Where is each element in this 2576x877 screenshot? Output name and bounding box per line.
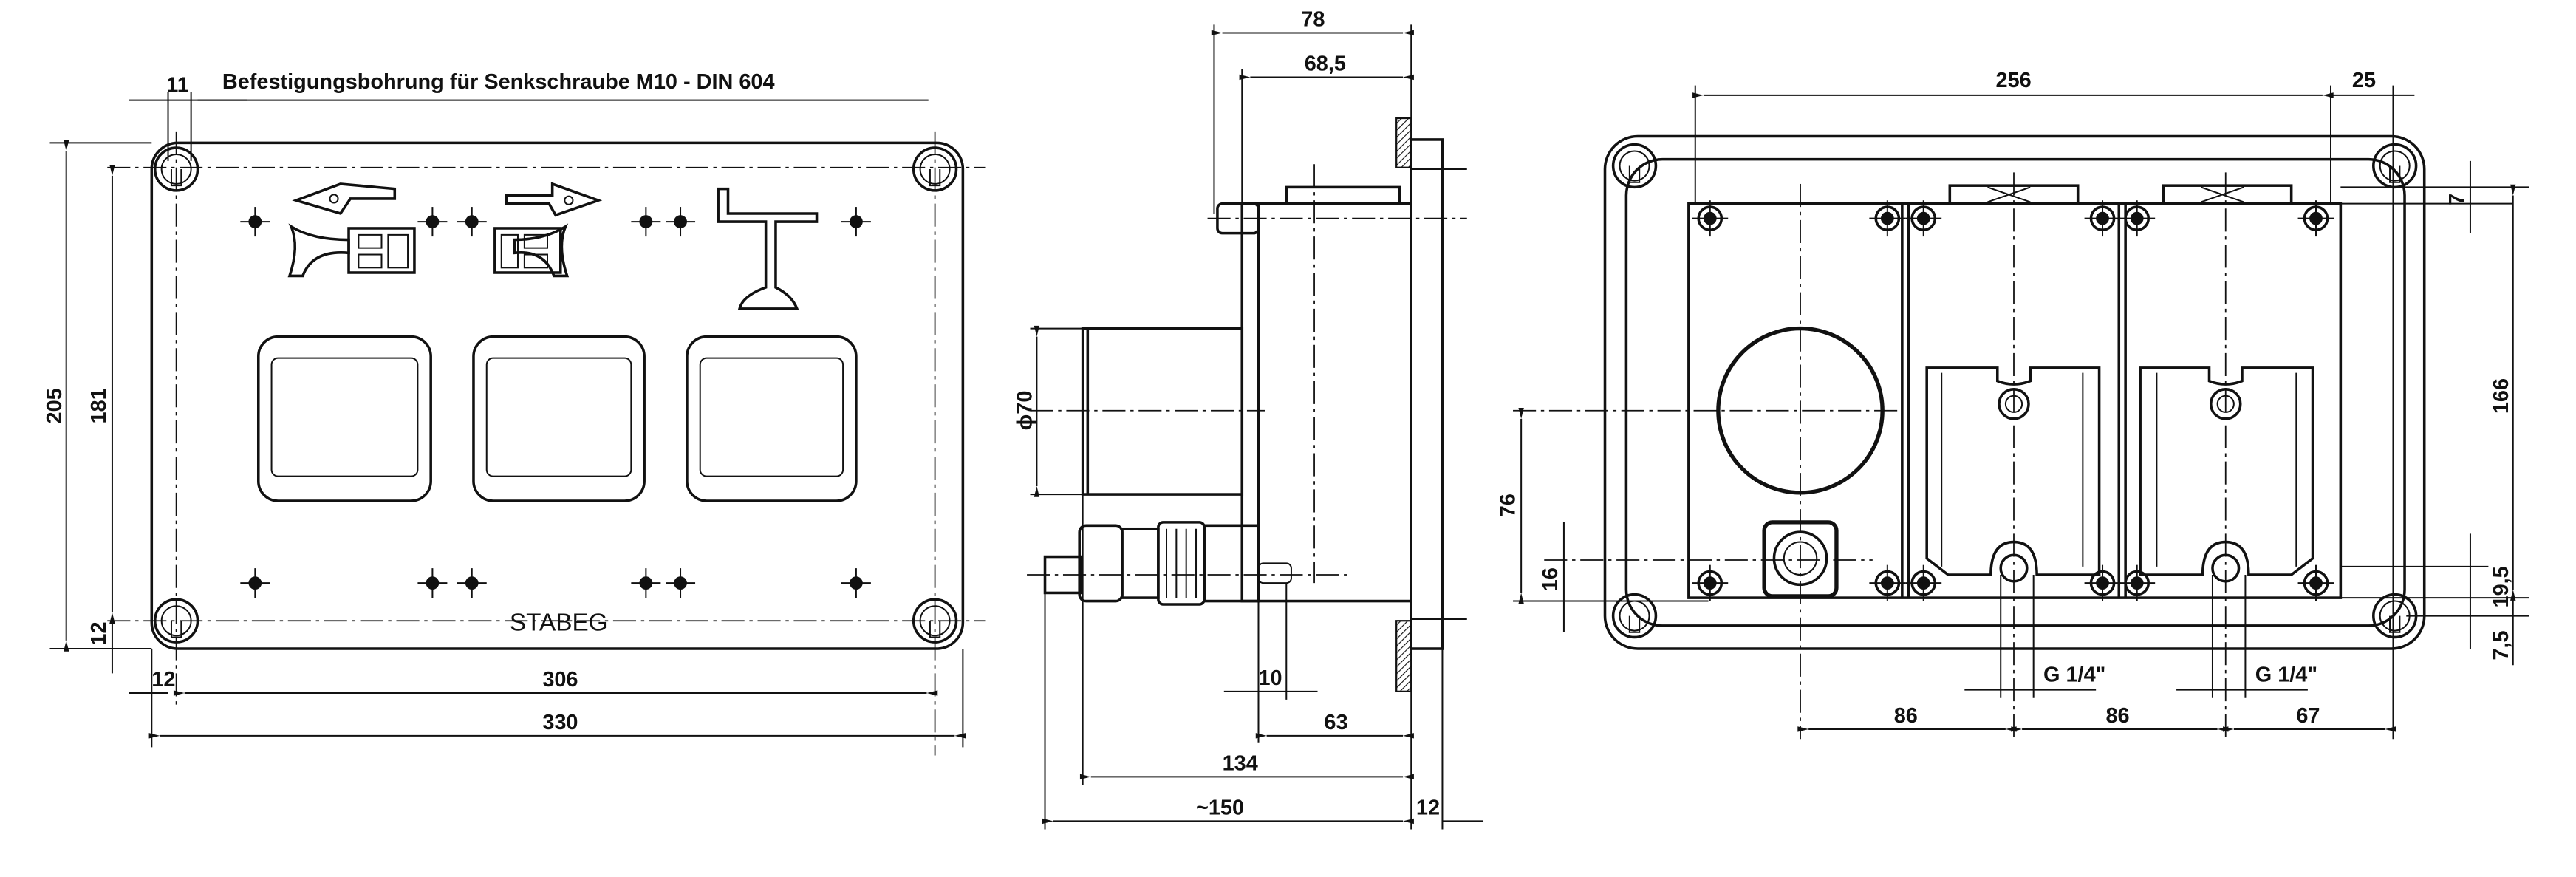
dim-left-offset: 12 (151, 668, 175, 692)
dim-16: 16 (1539, 567, 1562, 591)
dim-166: 166 (2490, 378, 2513, 414)
cable-connector (1043, 521, 1292, 606)
mounting-note: Befestigungsbohrung für Senkschraube M10… (222, 70, 775, 94)
dim-width-total: 330 (542, 711, 578, 734)
housing-body (1257, 202, 1412, 603)
dim-86b: 86 (2105, 704, 2129, 728)
cylinder (1081, 327, 1244, 496)
dim-19-5: 19,5 (2490, 566, 2513, 607)
dim-63: 63 (1324, 711, 1347, 734)
dim-76: 76 (1496, 494, 1520, 517)
push-button-window (686, 335, 858, 502)
module-housing (1687, 202, 2343, 599)
dim-height-total: 205 (43, 388, 66, 423)
dim-flange: 12 (1416, 796, 1440, 820)
dim-256: 256 (1996, 69, 2032, 92)
front-view: Befestigungsbohrung für Senkschraube M10… (43, 70, 986, 756)
dim-7: 7 (2445, 194, 2469, 205)
flange (1410, 138, 1444, 650)
mounting-hole-icon (1611, 143, 1658, 189)
dim-bottom-offset: 12 (87, 621, 111, 645)
dim-67: 67 (2296, 704, 2320, 728)
side-view: 78 68,5 ϕ70 10 63 (1014, 8, 1484, 830)
rear-flange (1603, 134, 2426, 650)
arrow-left-icon (292, 182, 397, 216)
push-button-window (472, 335, 646, 502)
conveyor-right-icon (493, 223, 570, 278)
dim-7-5: 7,5 (2490, 630, 2513, 660)
brand-label: STABEG (510, 610, 608, 637)
mounting-hole-icon (2372, 143, 2418, 189)
dim-width-holes: 306 (542, 668, 578, 692)
valve-module (2139, 366, 2314, 583)
push-button-window (256, 335, 432, 502)
front-plate (150, 141, 965, 650)
dim-diameter: ϕ70 (1014, 391, 1037, 431)
dim-hole-width: 11 (166, 73, 189, 97)
dim-height-holes: 181 (87, 388, 111, 423)
dim-25: 25 (2352, 69, 2376, 92)
conveyor-left-icon (287, 223, 416, 278)
rear-view: 256 25 (1496, 69, 2529, 740)
lift-icon (717, 187, 819, 310)
dim-10: 10 (1258, 666, 1282, 690)
dim-134: 134 (1223, 752, 1258, 776)
dim-depth-68-5: 68,5 (1305, 52, 1346, 76)
port-label: G 1/4" (2255, 663, 2317, 686)
port-label: G 1/4" (2043, 663, 2105, 686)
dim-depth-78: 78 (1301, 8, 1325, 32)
arrow-right-icon (505, 182, 603, 217)
dim-150: ~150 (1196, 796, 1244, 820)
dim-86a: 86 (1894, 704, 1918, 728)
valve-module (1925, 366, 2101, 583)
